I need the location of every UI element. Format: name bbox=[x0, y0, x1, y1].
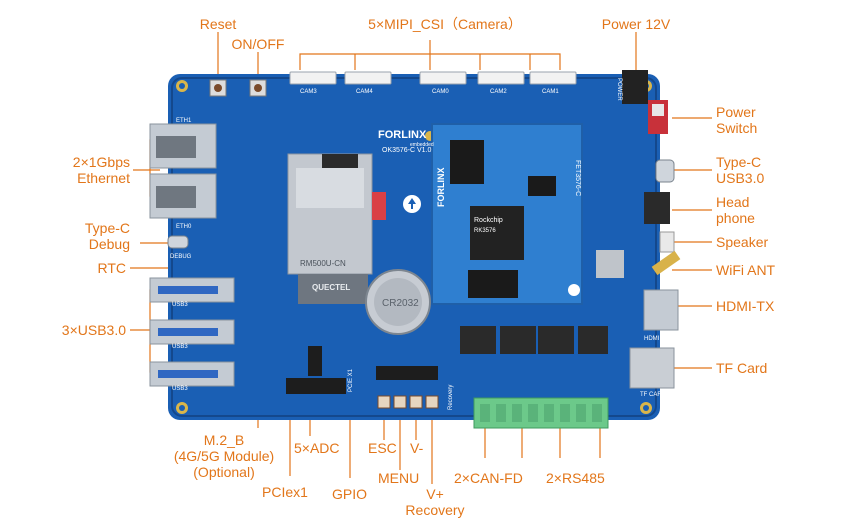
label-v-plus-line2: Recovery bbox=[405, 502, 465, 518]
pcie-slot bbox=[286, 378, 346, 394]
speaker-connector bbox=[659, 231, 675, 253]
small-buttons bbox=[377, 395, 439, 409]
label-typec-debug: Type-C Debug bbox=[40, 220, 130, 252]
label-m2-line3: (Optional) bbox=[193, 464, 255, 480]
label-power-switch-line1: Power bbox=[716, 104, 756, 120]
label-headphone: Head phone bbox=[716, 194, 755, 226]
board-model-text: OK3576-C V1.0 bbox=[382, 147, 432, 154]
label-v-plus-line1: V+ bbox=[426, 486, 444, 502]
wifi-antenna bbox=[651, 250, 681, 276]
adc-header bbox=[308, 346, 322, 376]
label-power-switch-line2: Switch bbox=[716, 120, 758, 136]
label-can-fd: 2×CAN-FD bbox=[454, 470, 523, 486]
label-m2-line1: M.2_B bbox=[203, 432, 245, 448]
silk-recovery: Recovery bbox=[448, 385, 454, 410]
label-headphone-line2: phone bbox=[716, 210, 755, 226]
label-mipi-csi: 5×MIPI_CSI（Camera） bbox=[368, 16, 522, 32]
label-reset: Reset bbox=[199, 16, 237, 32]
som-model-text: FET3576-C bbox=[574, 160, 581, 196]
brand-sub-text: embedded bbox=[410, 142, 434, 148]
label-usb3: 3×USB3.0 bbox=[61, 322, 126, 338]
chip-brand-text: Rockchip bbox=[474, 217, 503, 224]
typec-debug-port bbox=[167, 235, 189, 249]
label-power-12v: Power 12V bbox=[601, 16, 671, 32]
camera-connectors bbox=[289, 71, 577, 85]
soc-chip bbox=[470, 206, 524, 260]
silk-cam0: CAM0 bbox=[432, 89, 449, 95]
label-hdmi-tx: HDMI-TX bbox=[716, 298, 775, 314]
label-tf-card: TF Card bbox=[716, 360, 768, 376]
headphone-jack bbox=[644, 192, 670, 224]
label-pciex1: PCIex1 bbox=[262, 484, 308, 500]
label-on-off: ON/OFF bbox=[231, 36, 285, 52]
silk-pcie: PCIE X1 bbox=[348, 368, 354, 392]
silk-eth0: ETH0 bbox=[176, 224, 192, 230]
label-rs485: 2×RS485 bbox=[546, 470, 605, 486]
label-speaker: Speaker bbox=[716, 234, 769, 250]
label-esc: ESC bbox=[368, 440, 397, 456]
label-v-plus-recovery: V+ Recovery bbox=[400, 486, 470, 518]
label-v-minus: V- bbox=[410, 440, 424, 456]
label-typec-usb3-line1: Type-C bbox=[716, 154, 762, 170]
label-typec-debug-line1: Type-C bbox=[84, 220, 130, 236]
silk-cam1: CAM1 bbox=[542, 89, 559, 95]
label-ethernet-line2: Ethernet bbox=[77, 170, 130, 186]
silk-usb3-c: USB3 bbox=[172, 386, 188, 392]
som-brand-text: FORLINX bbox=[436, 168, 446, 208]
silk-eth1: ETH1 bbox=[176, 118, 192, 124]
label-ethernet: 2×1Gbps Ethernet bbox=[40, 154, 130, 186]
silk-tf: TF CARD bbox=[640, 392, 667, 398]
label-m2-line2: (4G/5G Module) bbox=[173, 448, 275, 464]
battery-text: CR2032 bbox=[382, 298, 419, 309]
label-rtc: RTC bbox=[97, 260, 126, 276]
isolator-blocks bbox=[460, 326, 608, 354]
label-ethernet-line1: 2×1Gbps bbox=[72, 154, 130, 170]
typec-usb3-port bbox=[655, 159, 675, 183]
label-typec-debug-line2: Debug bbox=[88, 236, 130, 252]
silk-usb3-a: USB3 bbox=[172, 302, 188, 308]
tf-card-slot bbox=[629, 347, 675, 389]
silk-cam2: CAM2 bbox=[490, 89, 507, 95]
gpio-header bbox=[376, 366, 438, 380]
label-gpio: GPIO bbox=[332, 486, 368, 502]
hdmi-port bbox=[643, 289, 679, 331]
silk-hdmi: HDMI TX bbox=[644, 336, 669, 342]
power-jack bbox=[622, 70, 648, 104]
dip-switch bbox=[372, 192, 386, 220]
silk-cam4: CAM4 bbox=[356, 89, 373, 95]
ethernet-ports bbox=[149, 123, 217, 219]
label-menu: MENU bbox=[378, 470, 420, 486]
label-power-switch: Power Switch bbox=[716, 104, 757, 136]
module-model-text: RM500U-CN bbox=[300, 259, 346, 268]
silk-debug: DEBUG bbox=[170, 254, 192, 260]
silk-usb3-b: USB3 bbox=[172, 344, 188, 350]
chip-model-text: RK3576 bbox=[474, 228, 496, 234]
label-headphone-line1: Head bbox=[716, 194, 750, 210]
brand-text: FORLINX bbox=[378, 129, 427, 141]
usb3-ports bbox=[149, 277, 235, 387]
terminal-block bbox=[473, 397, 609, 429]
label-wifi-ant: WiFi ANT bbox=[716, 262, 776, 278]
label-typec-usb3: Type-C USB3.0 bbox=[716, 154, 764, 186]
label-typec-usb3-line2: USB3.0 bbox=[716, 170, 765, 186]
m2-connector bbox=[322, 154, 358, 168]
label-m2: M.2_B (4G/5G Module) (Optional) bbox=[166, 432, 282, 480]
module-brand-text: QUECTEL bbox=[312, 283, 350, 292]
silk-power: POWER bbox=[616, 78, 622, 101]
silk-cam3: CAM3 bbox=[300, 89, 317, 95]
label-adc: 5×ADC bbox=[294, 440, 340, 456]
